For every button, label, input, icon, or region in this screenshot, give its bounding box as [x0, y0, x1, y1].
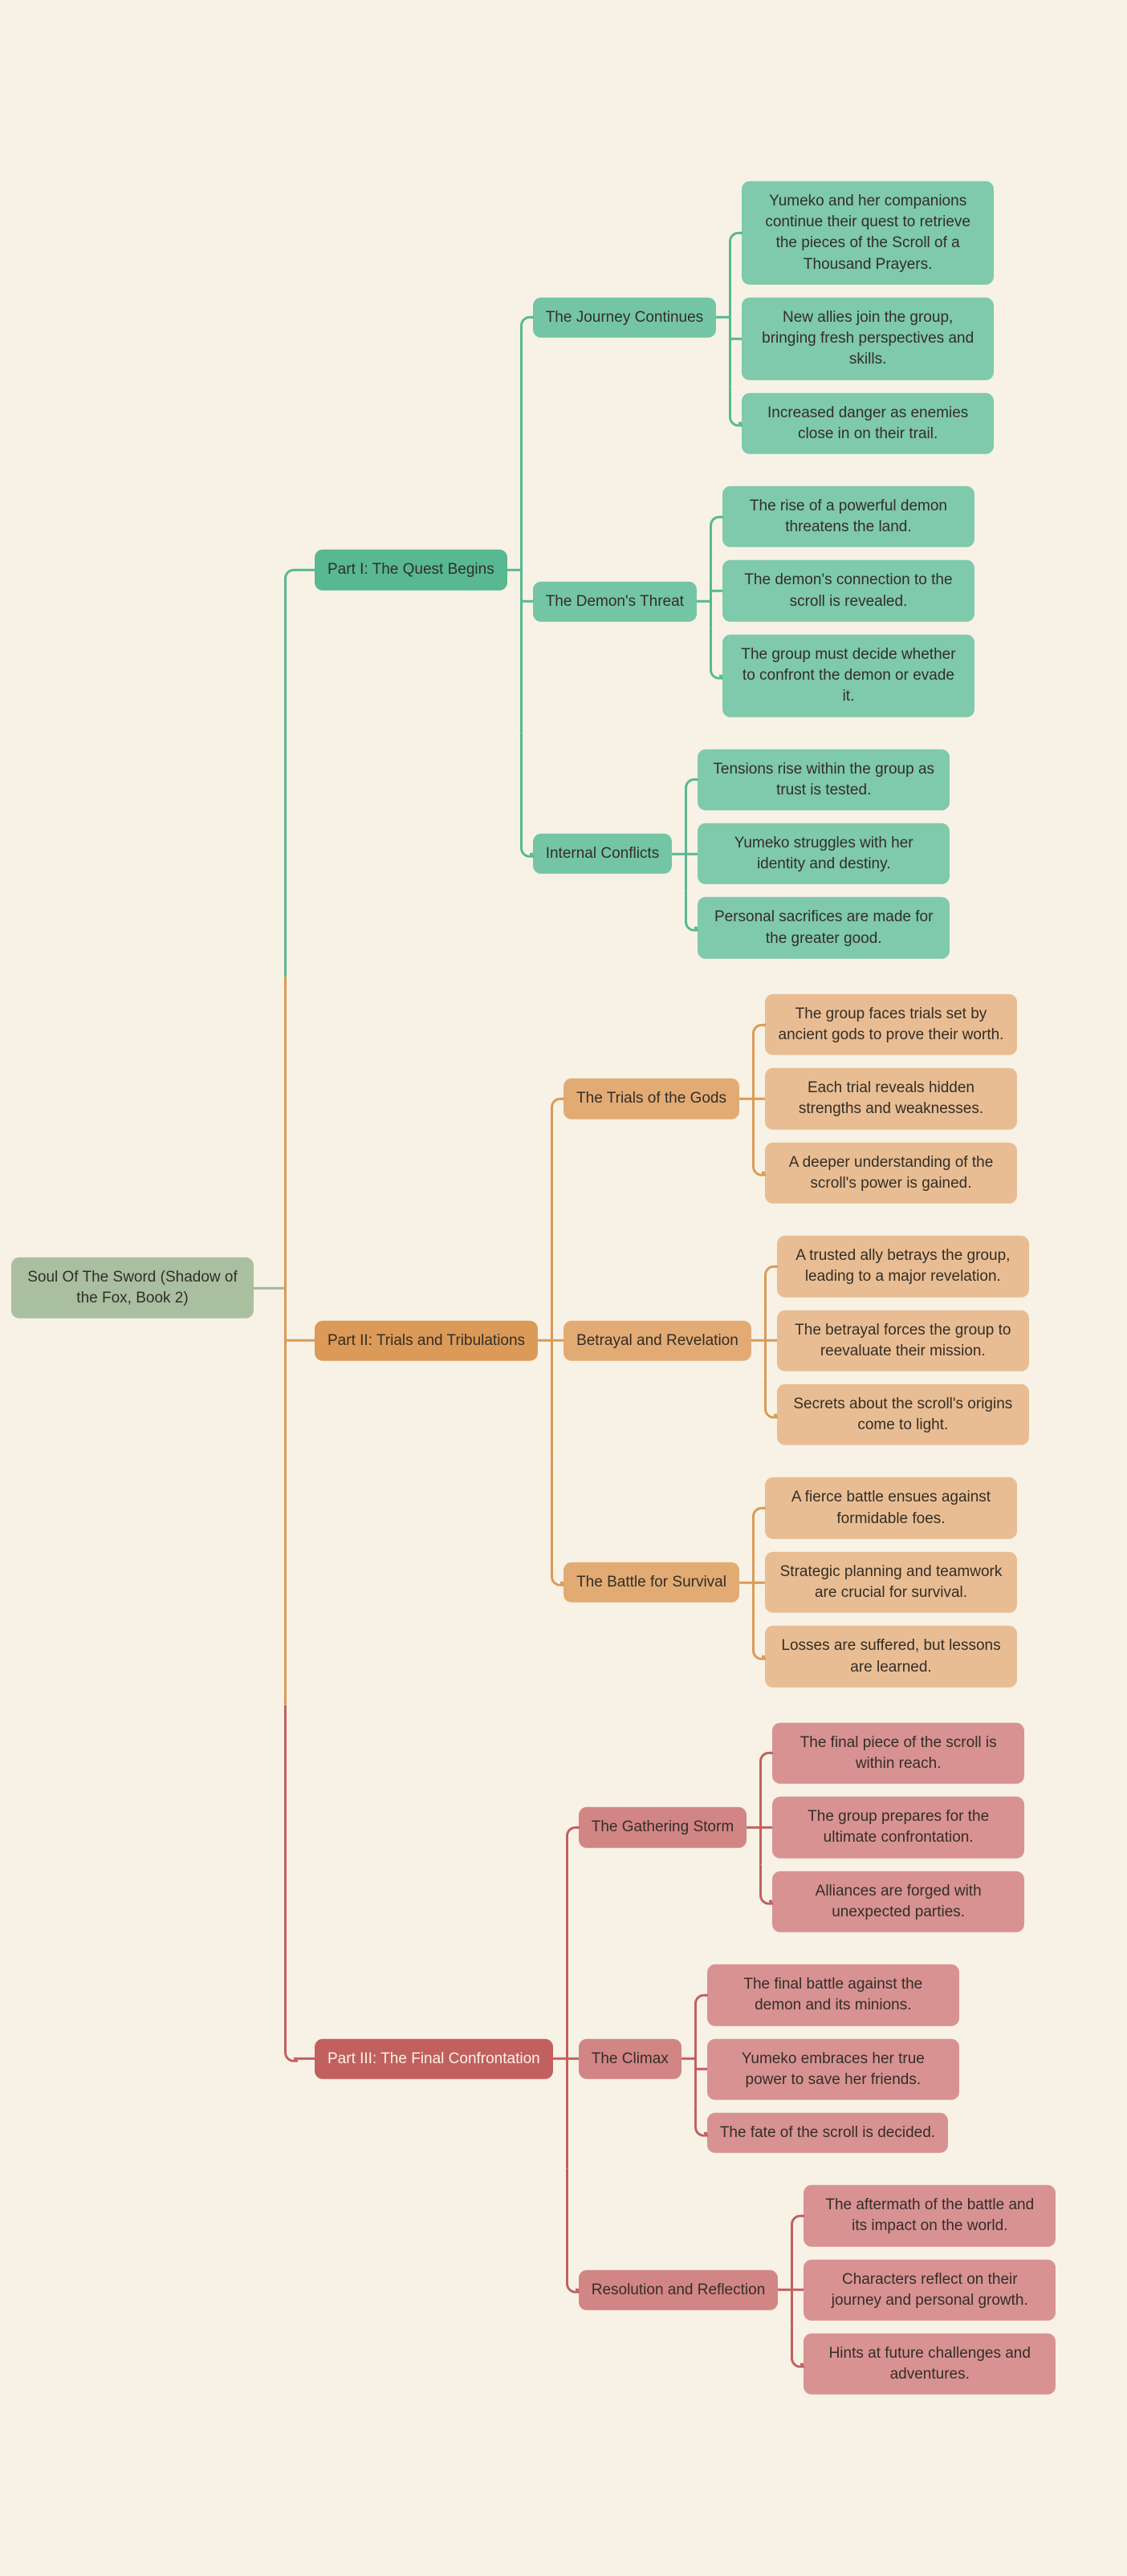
branch-group: The Climax The final battle against the … [565, 1948, 959, 2170]
leaf-node[interactable]: The aftermath of the battle and its impa… [804, 2184, 1056, 2247]
leaf-node[interactable]: The group faces trials set by ancient go… [764, 993, 1017, 1056]
leaf-node[interactable]: Yumeko embraces her true power to save h… [706, 2038, 959, 2100]
leaf-row: The rise of a powerful demon threatens t… [709, 480, 974, 557]
leaf-row: Losses are suffered, but lessons are lea… [751, 1619, 1017, 1693]
leaves-group: A fierce battle ensues against formidabl… [738, 1471, 1017, 1693]
leaf-row: New allies join the group, bringing fres… [729, 291, 995, 387]
branch-node[interactable]: The Trials of the Gods [564, 1079, 739, 1119]
leaf-row: A deeper understanding of the scroll's p… [751, 1136, 1017, 1209]
leaf-node[interactable]: The demon's connection to the scroll is … [722, 560, 974, 622]
leaf-node[interactable]: The betrayal forces the group to reevalu… [776, 1310, 1029, 1371]
leaves-group: The aftermath of the battle and its impa… [778, 2179, 1056, 2401]
leaf-row: Strategic planning and teamwork are cruc… [751, 1545, 1017, 1620]
leaves-group: The rise of a powerful demon threatens t… [696, 480, 974, 724]
leaf-node[interactable]: The final battle against the demon and i… [706, 1964, 959, 2026]
leaf-node[interactable]: A fierce battle ensues against formidabl… [764, 1477, 1017, 1539]
leaf-node[interactable]: The rise of a powerful demon threatens t… [722, 486, 974, 548]
leaf-node[interactable]: Yumeko and her companions continue their… [742, 181, 995, 285]
branch-node[interactable]: The Gathering Storm [578, 1807, 747, 1848]
leaf-row: The group must decide whether to confron… [709, 628, 974, 724]
part1-branches: The Journey Continues Yumeko and her com… [507, 165, 995, 975]
leaf-row: Each trial reveals hidden strengths and … [751, 1062, 1017, 1136]
leaf-row: The group prepares for the ultimate conf… [759, 1790, 1025, 1865]
tree-root-group: Soul Of The Sword (Shadow of the Fox, Bo… [11, 164, 1056, 2412]
part1-node[interactable]: Part I: The Quest Begins [315, 550, 507, 591]
leaf-node[interactable]: A trusted ally betrays the group, leadin… [776, 1235, 1029, 1298]
leaves-group: The final battle against the demon and i… [681, 1958, 959, 2160]
part3-group: Part III: The Final Confrontation The Ga… [284, 1704, 1056, 2413]
leaves-group: Tensions rise within the group as trust … [672, 742, 950, 965]
branch-node[interactable]: The Climax [578, 2038, 681, 2079]
leaf-row: The final battle against the demon and i… [694, 1958, 959, 2035]
leaf-row: Yumeko struggles with her identity and d… [685, 816, 950, 892]
part2-group: Part II: Trials and Tribulations The Tri… [284, 976, 1029, 1705]
branch-group: The Battle for Survival A fierce battle … [551, 1461, 1017, 1703]
leaves-group: The final piece of the scroll is within … [747, 1717, 1025, 1939]
leaves-group: Yumeko and her companions continue their… [716, 175, 995, 461]
part2-branches: The Trials of the Gods The group faces t… [538, 978, 1029, 1704]
leaves-group: The group faces trials set by ancient go… [738, 988, 1017, 1210]
leaf-row: A fierce battle ensues against formidabl… [751, 1471, 1017, 1549]
branch-node[interactable]: The Journey Continues [532, 297, 717, 338]
leaf-row: Alliances are forged with unexpected par… [759, 1864, 1025, 1938]
branch-group: The Journey Continues Yumeko and her com… [519, 165, 995, 473]
parts-group: Part I: The Quest Begins The Journey Con… [253, 164, 1056, 2413]
leaf-node[interactable]: A deeper understanding of the scroll's p… [764, 1142, 1017, 1204]
mindmap: Soul Of The Sword (Shadow of the Fox, Bo… [11, 164, 1056, 2412]
leaf-node[interactable]: Hints at future challenges and adventure… [804, 2333, 1056, 2395]
branch-node[interactable]: Resolution and Reflection [578, 2269, 779, 2310]
branch-group: Internal Conflicts Tensions rise within … [519, 733, 950, 974]
part2-node[interactable]: Part II: Trials and Tribulations [315, 1320, 539, 1361]
leaf-node[interactable]: Characters reflect on their journey and … [804, 2259, 1056, 2321]
branch-group: Resolution and Reflection The aftermath … [565, 2168, 1056, 2411]
leaf-row: The aftermath of the battle and its impa… [791, 2179, 1056, 2256]
branch-group: The Trials of the Gods The group faces t… [551, 978, 1017, 1223]
leaf-row: Secrets about the scroll's origins come … [763, 1377, 1029, 1452]
leaf-row: Hints at future challenges and adventure… [791, 2326, 1056, 2401]
leaf-row: The final piece of the scroll is within … [759, 1717, 1025, 1794]
leaf-row: Tensions rise within the group as trust … [685, 742, 950, 820]
leaf-node[interactable]: Secrets about the scroll's origins come … [776, 1383, 1029, 1446]
leaf-node[interactable]: Personal sacrifices are made for the gre… [698, 897, 950, 959]
leaf-row: The demon's connection to the scroll is … [709, 554, 974, 629]
branch-node[interactable]: The Demon's Threat [532, 581, 697, 622]
leaf-node[interactable]: Tensions rise within the group as trust … [698, 749, 950, 811]
leaf-row: The fate of the scroll is decided. [694, 2106, 949, 2160]
leaf-node[interactable]: Losses are suffered, but lessons are lea… [764, 1626, 1017, 1688]
part1-group: Part I: The Quest Begins The Journey Con… [284, 164, 995, 979]
leaf-node[interactable]: The group prepares for the ultimate conf… [772, 1796, 1025, 1859]
leaves-group: A trusted ally betrays the group, leadin… [751, 1229, 1029, 1452]
leaf-row: The group faces trials set by ancient go… [751, 988, 1017, 1065]
leaf-node[interactable]: The group must decide whether to confron… [722, 634, 974, 717]
branch-node[interactable]: The Battle for Survival [564, 1562, 739, 1603]
root-node[interactable]: Soul Of The Sword (Shadow of the Fox, Bo… [11, 1257, 254, 1319]
leaf-row: Yumeko embraces her true power to save h… [694, 2032, 959, 2107]
part3-node[interactable]: Part III: The Final Confrontation [315, 2038, 553, 2079]
branch-node[interactable]: Internal Conflicts [532, 833, 673, 875]
branch-group: The Gathering Storm The final piece of t… [565, 1707, 1025, 1952]
leaf-node[interactable]: New allies join the group, bringing fres… [742, 297, 995, 380]
leaf-row: The betrayal forces the group to reevalu… [763, 1303, 1029, 1379]
leaf-node[interactable]: The final piece of the scroll is within … [772, 1722, 1025, 1784]
branch-group: The Demon's Threat The rise of a powerfu… [519, 469, 974, 733]
leaf-row: Yumeko and her companions continue their… [729, 175, 995, 294]
part3-branches: The Gathering Storm The final piece of t… [552, 1707, 1056, 2411]
leaf-node[interactable]: Alliances are forged with unexpected par… [772, 1871, 1025, 1932]
leaf-row: Increased danger as enemies close in on … [729, 386, 995, 460]
leaf-row: Characters reflect on their journey and … [791, 2253, 1056, 2328]
leaf-row: A trusted ally betrays the group, leadin… [763, 1229, 1029, 1306]
leaf-row: Personal sacrifices are made for the gre… [685, 891, 950, 965]
leaf-node[interactable]: Strategic planning and teamwork are cruc… [764, 1551, 1017, 1614]
branch-node[interactable]: Betrayal and Revelation [564, 1320, 751, 1361]
leaf-node[interactable]: Yumeko struggles with her identity and d… [698, 823, 950, 885]
leaf-node[interactable]: Increased danger as enemies close in on … [742, 392, 995, 454]
branch-group: Betrayal and Revelation A trusted ally b… [551, 1219, 1029, 1462]
leaf-node[interactable]: The fate of the scroll is decided. [706, 2112, 949, 2153]
leaf-node[interactable]: Each trial reveals hidden strengths and … [764, 1068, 1017, 1130]
